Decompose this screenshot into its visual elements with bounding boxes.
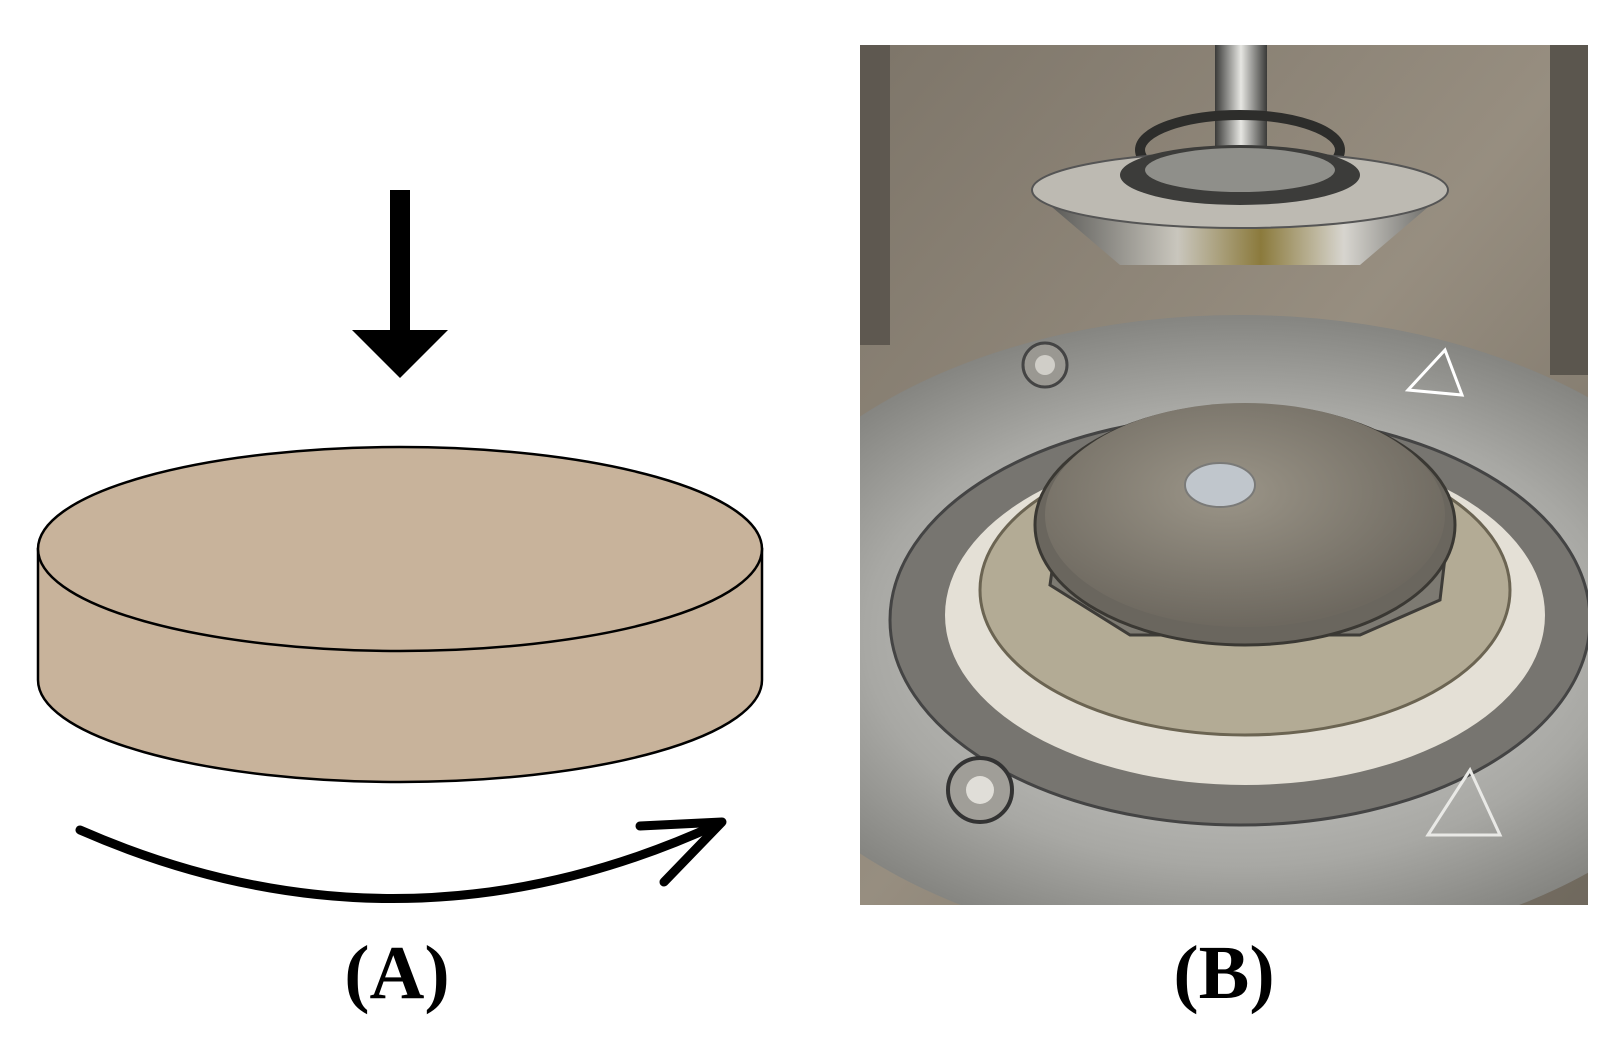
panel-b: (B) — [800, 0, 1612, 1052]
caption-b: (B) — [1173, 931, 1275, 1015]
rheometer-photo — [860, 45, 1588, 905]
panel-a: (A) — [0, 0, 800, 1052]
caption-a: (A) — [344, 931, 450, 1015]
down-arrow-icon — [352, 190, 448, 378]
sample-disk — [36, 445, 764, 784]
disk-schematic — [36, 190, 764, 904]
curved-arrow-icon — [75, 817, 727, 904]
